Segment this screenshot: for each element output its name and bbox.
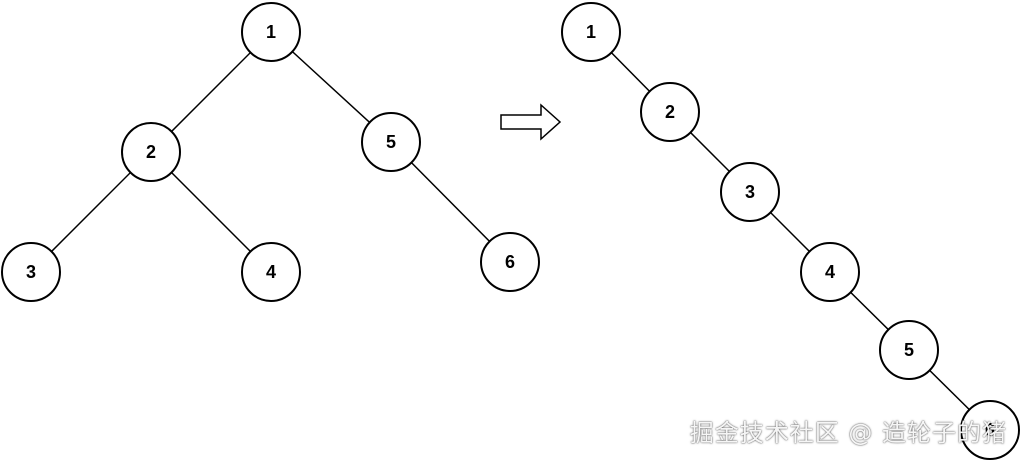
right-chain-node-2: 2 [640, 82, 700, 142]
left-tree-node-label: 2 [146, 142, 156, 162]
right-chain-node-circle [879, 320, 939, 380]
left-tree-node-circle [480, 232, 540, 292]
right-chain-node-circle [960, 400, 1020, 460]
right-chain-node-label: 1 [586, 22, 596, 42]
right-chain-node-5: 5 [879, 320, 939, 380]
left-tree-nodes: 1 2 5 3 4 6 [1, 2, 540, 302]
left-tree-edges [30, 31, 511, 273]
right-chain-node-6: 6 [960, 400, 1020, 460]
right-chain-node-4: 4 [800, 242, 860, 302]
left-tree-node-5: 5 [361, 112, 421, 172]
left-tree-node-label: 5 [386, 132, 396, 152]
left-tree-node-circle [241, 242, 301, 302]
right-chain-node-1: 1 [561, 2, 621, 62]
left-tree-node-1: 1 [241, 2, 301, 62]
right-chain-node-circle [640, 82, 700, 142]
left-tree-node-2: 2 [121, 122, 181, 182]
right-chain-node-label: 4 [825, 262, 835, 282]
left-tree-node-label: 4 [266, 262, 276, 282]
left-tree-node-label: 6 [505, 252, 515, 272]
left-tree-node-3: 3 [1, 242, 61, 302]
right-chain-nodes: 1 2 3 4 5 6 [561, 2, 1020, 460]
right-chain-node-circle [800, 242, 860, 302]
left-tree-node-circle [1, 242, 61, 302]
left-tree-node-label: 3 [26, 262, 36, 282]
right-chain-node-label: 2 [665, 102, 675, 122]
transform-arrow-icon [500, 103, 562, 141]
left-tree-node-6: 6 [480, 232, 540, 292]
right-chain-node-label: 3 [745, 182, 755, 202]
left-tree-node-label: 1 [266, 22, 276, 42]
watermark: 掘金技术社区 @ 造轮子的猪 [689, 419, 1007, 447]
left-tree-node-circle [241, 2, 301, 62]
right-chain-node-3: 3 [720, 162, 780, 222]
right-chain-node-circle [561, 2, 621, 62]
left-tree-node-circle [121, 122, 181, 182]
right-chain-node-label: 6 [985, 420, 995, 440]
right-chain-node-circle [720, 162, 780, 222]
left-tree-node-circle [361, 112, 421, 172]
left-tree-node-4: 4 [241, 242, 301, 302]
right-chain-node-label: 5 [904, 340, 914, 360]
